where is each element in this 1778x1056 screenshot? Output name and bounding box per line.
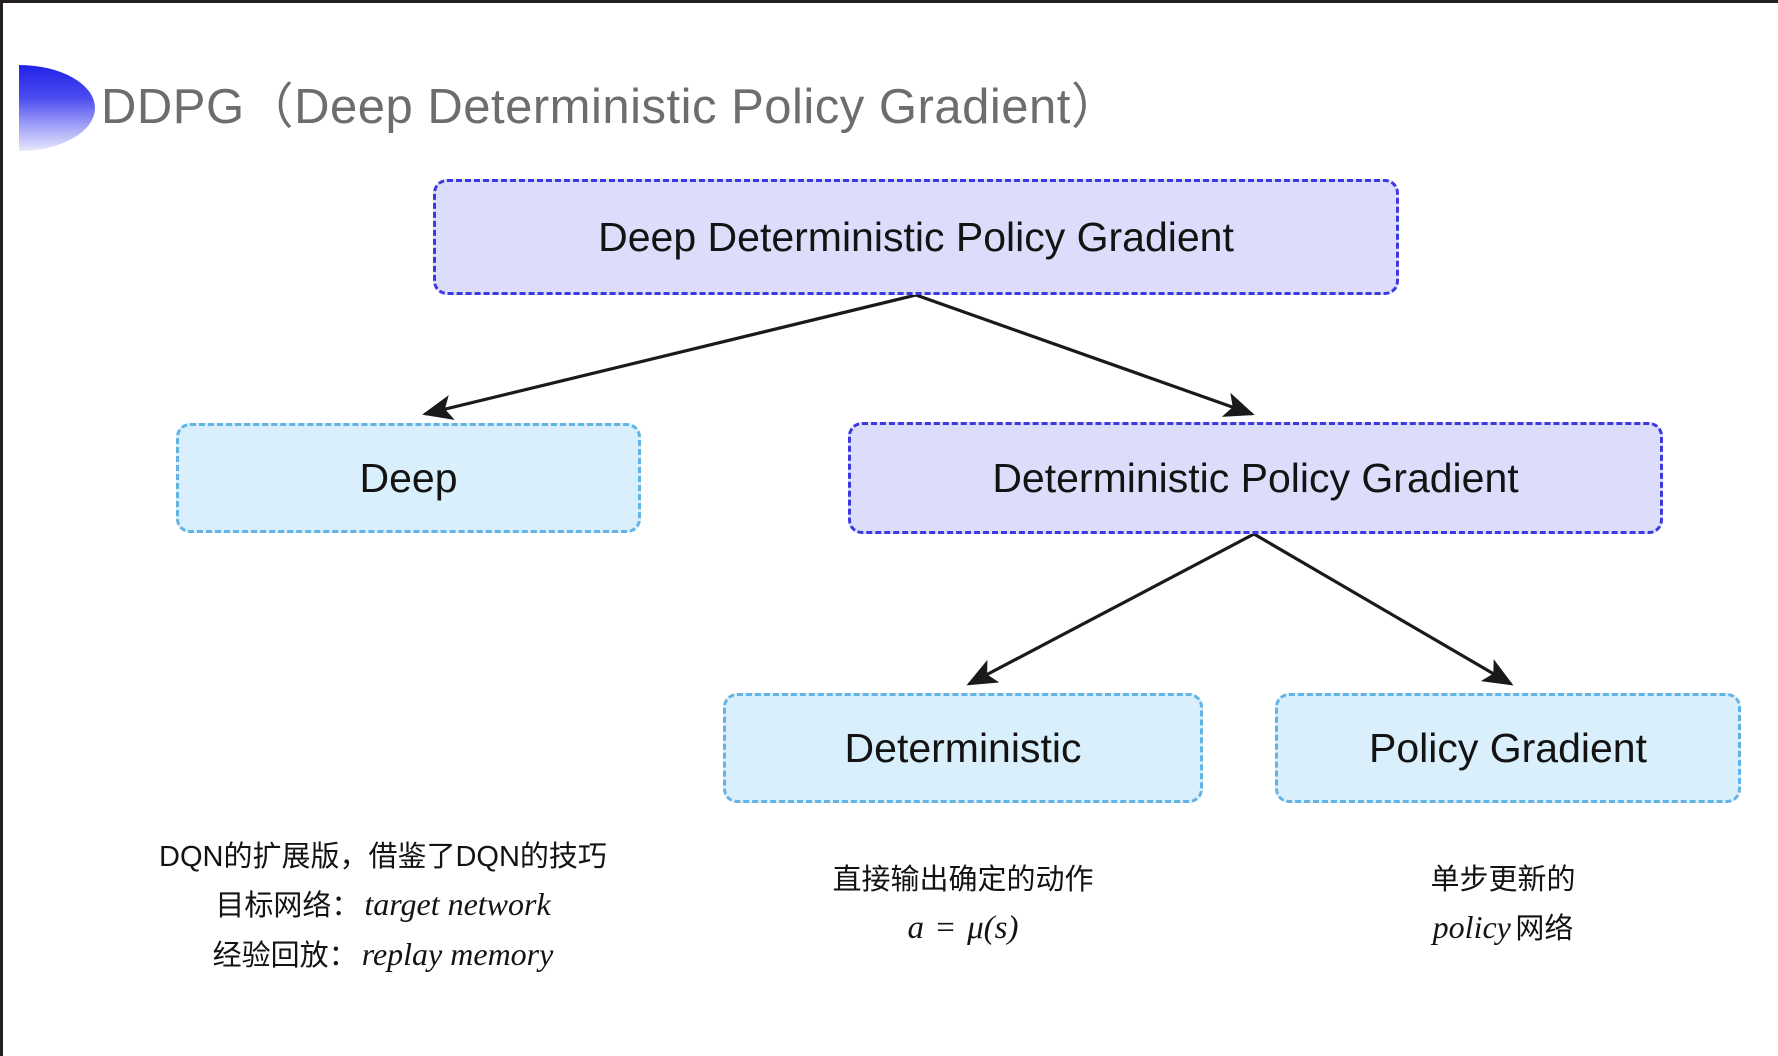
formula-lhs: a xyxy=(907,909,924,946)
caption-deep: DQN的扩展版，借鉴了DQN的技巧 目标网络： target network 经… xyxy=(103,835,663,979)
caption-deep-line-3: 经验回放： replay memory xyxy=(103,930,663,980)
node-label: Deterministic Policy Gradient xyxy=(992,454,1519,501)
caption-deterministic-formula: a = μ(s) xyxy=(743,903,1183,954)
formula-operator: = xyxy=(936,909,955,946)
node-label: Policy Gradient xyxy=(1368,724,1647,771)
node-deep-deterministic-policy-gradient[interactable]: Deep Deterministic Policy Gradient xyxy=(433,179,1399,295)
caption-policy-gradient-line-2: policy 网络 xyxy=(1283,903,1723,953)
edge-dpg-to-deterministic xyxy=(966,532,1255,686)
caption-deep-line-3-term: replay memory xyxy=(361,935,554,972)
edge-root-to-deep xyxy=(422,293,917,420)
caption-deep-line-2-term: target network xyxy=(364,885,551,922)
caption-policy-gradient-line-1: 单步更新的 xyxy=(1430,864,1576,896)
caption-policy-gradient-term: policy xyxy=(1432,908,1511,945)
caption-policy-gradient-suffix: 网络 xyxy=(1515,912,1574,945)
node-deterministic[interactable]: Deterministic xyxy=(723,693,1203,803)
caption-policy-gradient: 单步更新的 policy 网络 xyxy=(1283,858,1723,953)
gradient-half-circle-icon xyxy=(19,65,95,151)
node-label: Deep xyxy=(359,454,458,501)
node-policy-gradient[interactable]: Policy Gradient xyxy=(1275,693,1741,803)
node-deep[interactable]: Deep xyxy=(176,423,641,533)
caption-deterministic: 直接输出确定的动作 a = μ(s) xyxy=(743,858,1183,954)
node-deterministic-policy-gradient[interactable]: Deterministic Policy Gradient xyxy=(848,422,1663,534)
edge-dpg-to-policy-gradient xyxy=(1253,532,1514,686)
edge-root-to-dpg xyxy=(915,293,1255,417)
node-label: Deep Deterministic Policy Gradient xyxy=(598,213,1234,260)
caption-deep-line-3-label: 经验回放： xyxy=(212,939,358,972)
caption-deterministic-line-1: 直接输出确定的动作 xyxy=(832,864,1094,896)
page-title: DDPG（Deep Deterministic Policy Gradient） xyxy=(101,80,1121,134)
formula-rhs: μ(s) xyxy=(967,909,1019,946)
node-label: Deterministic xyxy=(844,724,1082,771)
caption-deep-line-2: 目标网络： target network xyxy=(103,880,663,930)
caption-deep-line-1: DQN的扩展版，借鉴了DQN的技巧 xyxy=(159,841,607,873)
caption-deep-line-2-label: 目标网络： xyxy=(215,889,361,922)
